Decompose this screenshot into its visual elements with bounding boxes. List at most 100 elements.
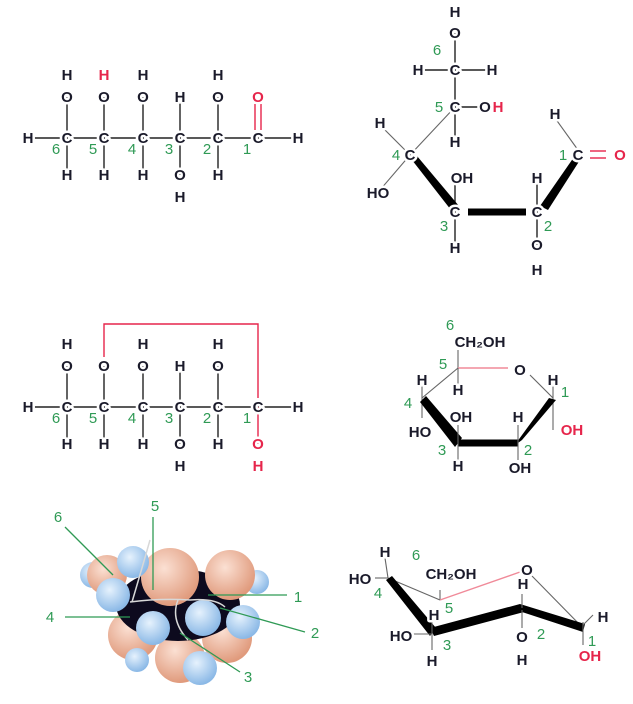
hydrogen-sphere <box>226 605 260 639</box>
atom-h: H <box>532 170 543 187</box>
carbon-6: C <box>62 130 73 147</box>
carbon-5: C <box>450 99 461 116</box>
atom-o: O <box>531 237 543 254</box>
carbon-number-5: 5 <box>435 99 443 116</box>
carbon-number-4: 4 <box>404 395 412 412</box>
bond-line <box>379 154 411 191</box>
atom-h: H <box>417 372 428 389</box>
atom-h: H <box>23 399 34 416</box>
atom-h: H <box>513 409 524 426</box>
hydrogen-sphere <box>136 611 170 645</box>
atom-h: H <box>99 167 110 184</box>
carbon-number-1: 1 <box>561 384 569 401</box>
ring-bond-c2-c1 <box>520 604 585 632</box>
atom-h: H <box>175 458 186 475</box>
carbon-number-2: 2 <box>203 410 211 427</box>
atom-h: H <box>62 67 73 84</box>
atom-h: H <box>548 372 559 389</box>
carbon-number-4: 4 <box>392 147 400 164</box>
carbon-number-3: 3 <box>165 410 173 427</box>
atom-ho: HO <box>349 571 372 588</box>
carbon-number-2: 2 <box>544 218 552 235</box>
atom-h: H <box>413 62 424 79</box>
hydroxyl-hydrogen: H <box>253 458 264 475</box>
atom-h: H <box>293 130 304 147</box>
atom-h: H <box>518 576 529 593</box>
atom-ch2oh: CH₂OH <box>455 334 506 351</box>
carbon-number-3: 3 <box>440 218 448 235</box>
leader-line <box>64 526 114 576</box>
atom-o: O <box>61 358 73 375</box>
carbon-3: C <box>450 204 461 221</box>
space-fill-label-2: 2 <box>311 625 319 642</box>
hydroxyl-oxygen: O <box>252 436 264 453</box>
carbon-number-1: 1 <box>243 410 251 427</box>
carbon-number-6: 6 <box>52 141 60 158</box>
atom-o: O <box>514 362 526 379</box>
carbon-1: C <box>253 130 264 147</box>
wedge-bond-c4-c3 <box>412 156 459 210</box>
space-fill-label-5: 5 <box>151 498 159 515</box>
space-fill-label-1: 1 <box>294 589 302 606</box>
bond-line <box>582 614 594 626</box>
atom-o: O <box>61 89 73 106</box>
atom-o: O <box>174 167 186 184</box>
atom-h-highlight: H <box>493 99 504 116</box>
atom-h: H <box>23 130 34 147</box>
atom-h: H <box>517 652 528 669</box>
sf-ring-edge <box>131 539 151 603</box>
atom-h: H <box>62 436 73 453</box>
atom-h: H <box>532 262 543 279</box>
atom-o: O <box>521 562 533 579</box>
carbon-number-3: 3 <box>443 637 451 654</box>
atom-h: H <box>450 4 461 21</box>
bonds-layer <box>28 33 606 650</box>
atom-oh: OH <box>509 460 532 477</box>
atom-ho: HO <box>409 424 432 441</box>
atom-h: H <box>453 458 464 475</box>
atom-o: O <box>174 436 186 453</box>
atom-h: H <box>138 167 149 184</box>
atom-h: H <box>213 336 224 353</box>
hydrogen-sphere <box>96 578 130 612</box>
carbon-6: C <box>62 399 73 416</box>
carbon-number-2: 2 <box>537 626 545 643</box>
atom-ho: HO <box>367 185 390 202</box>
bond-line <box>421 367 459 399</box>
carbon-number-5: 5 <box>89 410 97 427</box>
ring-bond-c3-c2 <box>430 604 524 636</box>
bond-line <box>384 557 389 579</box>
anomeric-hydroxyl: OH <box>561 422 584 439</box>
bond-line <box>554 117 579 151</box>
atom-o: O <box>449 25 461 42</box>
carbon-number-6: 6 <box>433 42 441 59</box>
carbon-6: C <box>450 62 461 79</box>
carbon-1: C <box>253 399 264 416</box>
hydrogen-sphere <box>183 651 217 685</box>
space-fill-label-4: 4 <box>46 609 54 626</box>
carbonyl-oxygen: O <box>614 147 626 164</box>
carbon-number-5: 5 <box>89 141 97 158</box>
atom-h: H <box>375 115 386 132</box>
atom-o: O <box>137 89 149 106</box>
wedge-bond-c4-c3 <box>386 576 436 636</box>
wedge-bond-c2-c1 <box>514 398 556 446</box>
carbon-number-5: 5 <box>439 356 447 373</box>
carbon-2: C <box>213 399 224 416</box>
carbon-number-2: 2 <box>203 141 211 158</box>
carbon-number-3: 3 <box>438 442 446 459</box>
leader-line <box>179 632 241 673</box>
carbon-5: C <box>99 399 110 416</box>
atom-h: H <box>427 653 438 670</box>
sf-ring-edge <box>129 598 226 608</box>
atom-oh: OH <box>451 170 474 187</box>
carbon-4: C <box>138 130 149 147</box>
atom-h: H <box>138 67 149 84</box>
carbon-4: C <box>138 399 149 416</box>
hydrogen-sphere <box>125 648 149 672</box>
atom-ch2oh: CH₂OH <box>426 566 477 583</box>
carbon-number-2: 2 <box>524 442 532 459</box>
atom-h: H <box>380 544 391 561</box>
